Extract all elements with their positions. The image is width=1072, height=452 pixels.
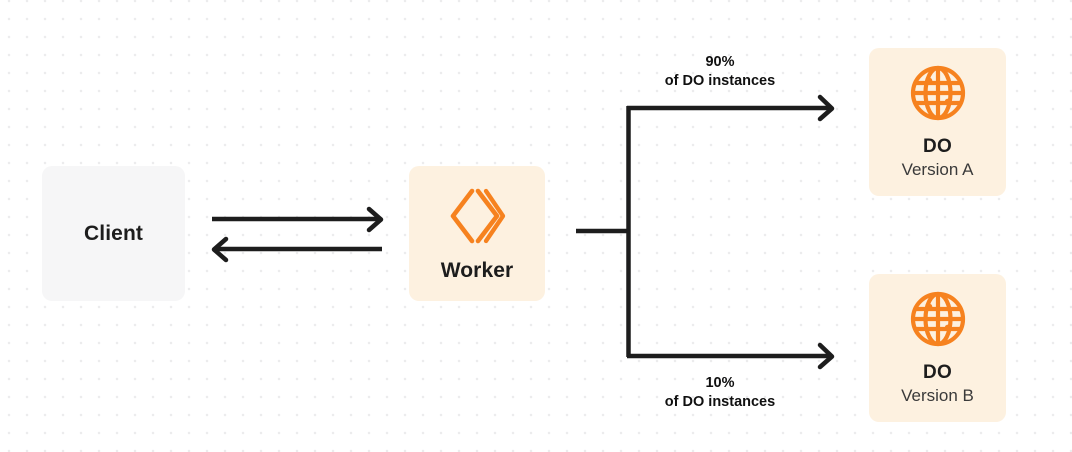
arrow-worker-to-client	[211, 236, 382, 263]
edge-label-bottom-description: of DO instances	[664, 394, 776, 410]
node-do-version-b[interactable]: DO Version B	[869, 274, 1006, 422]
connector-worker-split	[576, 106, 631, 357]
node-worker[interactable]: Worker	[409, 166, 545, 301]
node-do-a-version: Version A	[901, 160, 974, 179]
edge-label-top: 90% of DO instances	[629, 53, 811, 91]
node-do-version-a[interactable]: DO Version A	[869, 48, 1006, 196]
edge-label-top-percent: 90%	[705, 54, 735, 70]
cloudflare-workers-icon	[446, 185, 508, 247]
node-do-b-version: Version B	[901, 386, 974, 405]
arrow-split-to-do-a	[627, 94, 835, 122]
arrow-split-to-do-b	[627, 342, 835, 370]
edge-label-top-description: of DO instances	[664, 73, 776, 89]
edge-label-bottom: 10% of DO instances	[629, 374, 811, 412]
globe-icon	[909, 64, 967, 122]
edge-label-bottom-percent: 10%	[705, 375, 735, 391]
node-do-a-label: DO	[923, 136, 952, 157]
node-client-label: Client	[84, 221, 143, 245]
node-worker-label: Worker	[440, 258, 514, 282]
globe-icon	[909, 290, 967, 348]
node-do-b-label: DO	[923, 362, 952, 383]
node-client[interactable]: Client	[42, 166, 185, 301]
arrow-client-to-worker	[212, 206, 384, 233]
